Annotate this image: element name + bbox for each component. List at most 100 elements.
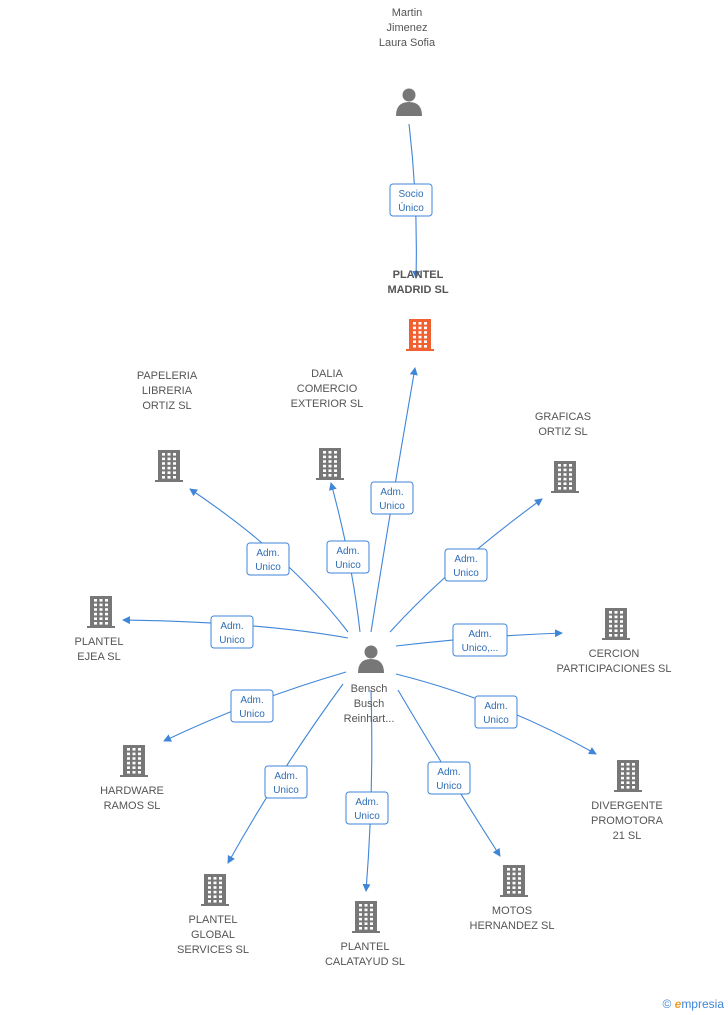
building-icon-window [94,608,97,611]
building-icon-window [173,457,176,461]
building-icon-window [173,462,176,465]
building-icon-window [162,471,165,474]
node-label-line: PAPELERIA [137,370,198,382]
edge-label-text: Unico [379,501,405,512]
edge-label-text: Unico [219,635,245,646]
building-icon-window [162,453,165,456]
building-icon-window [167,462,171,465]
building-icon-base [551,491,579,493]
building-icon-base [500,895,528,897]
building-icon-window [418,326,422,330]
building-icon-window [127,771,130,774]
edge-label[interactable]: Adm.Unico [264,765,308,799]
building-icon-window [512,868,516,871]
node-label-line: EXTERIOR SL [291,398,364,410]
building-icon-window [138,761,141,765]
edge-label-text: Unico [273,785,299,796]
node-label-line: PROMOTORA [591,815,664,827]
edge-label-box [474,695,518,729]
edge-label-box [230,689,274,723]
building-icon-window [418,322,422,325]
edge-label-box [326,540,370,574]
building-icon-window [328,460,332,463]
building-icon-window [359,904,362,907]
building-icon-window [620,611,623,614]
building-icon-window [105,608,108,611]
building-icon-window [507,872,510,876]
building-icon-window [518,886,521,889]
building-icon-window [173,466,176,470]
building-icon-window [127,757,130,760]
building-icon-window [99,599,103,602]
building-icon-window [413,335,416,339]
building-icon-window [418,335,422,339]
building-icon-window [173,476,176,479]
building-icon-window [614,611,618,614]
building-icon-window [569,482,572,485]
building-icon-window [99,608,103,611]
building-icon-window [418,331,422,334]
person-icon-body [358,659,384,673]
edge-label[interactable]: Adm.Unico [230,689,274,723]
building-icon-window [370,904,373,907]
building-icon-window [609,615,612,619]
edge-label[interactable]: Adm.Unico,... [452,623,508,657]
building-icon-window [614,615,618,619]
building-icon-window [563,482,567,485]
edge-label-box [370,481,414,515]
building-icon-window [614,629,618,632]
node-bensch[interactable]: BenschBuschReinhart... [344,645,395,726]
building-icon-window [512,877,516,880]
edge-label[interactable]: Adm.Unico [427,761,471,795]
edge-label[interactable]: Adm.Unico [246,542,290,576]
building-icon-window [127,766,130,769]
edge-label-text: Unico [483,715,509,726]
edge-label[interactable]: Adm.Unico [444,548,488,582]
building-icon-base [316,478,344,480]
edge-label[interactable]: Adm.Unico [345,791,389,825]
building-icon-window [328,469,332,472]
building-icon-window [334,451,337,454]
building-icon-window [167,476,171,479]
building-icon-window [213,900,217,903]
building-icon-window [219,881,222,885]
building-icon-window [94,599,97,602]
brand-footer[interactable]: © empresia [662,997,724,1011]
edge-label-text: Socio [398,189,423,200]
building-icon-window [219,886,222,889]
building-icon-window [558,473,561,476]
copyright-symbol: © [662,997,672,1011]
edge-label-box [246,542,290,576]
building-icon-base [201,904,229,906]
building-icon-window [424,326,427,330]
building-icon-window [94,622,97,625]
building-icon-window [219,895,222,898]
node-label-line: PLANTEL [341,941,390,953]
building-icon-window [334,460,337,463]
building-icon-window [162,462,165,465]
node-label-line: CERCION [589,648,640,660]
node-label-line: DIVERGENTE [591,800,663,812]
building-icon-window [558,477,561,481]
building-icon-window [328,455,332,459]
building-icon-window [105,612,108,616]
edge-label[interactable]: Adm.Unico [370,481,414,515]
edge-label[interactable]: Adm.Unico [326,540,370,574]
building-icon-window [138,757,141,760]
edge-label[interactable]: Adm.Unico [474,695,518,729]
edge-label[interactable]: Adm.Unico [210,615,254,649]
building-icon-window [132,761,136,765]
